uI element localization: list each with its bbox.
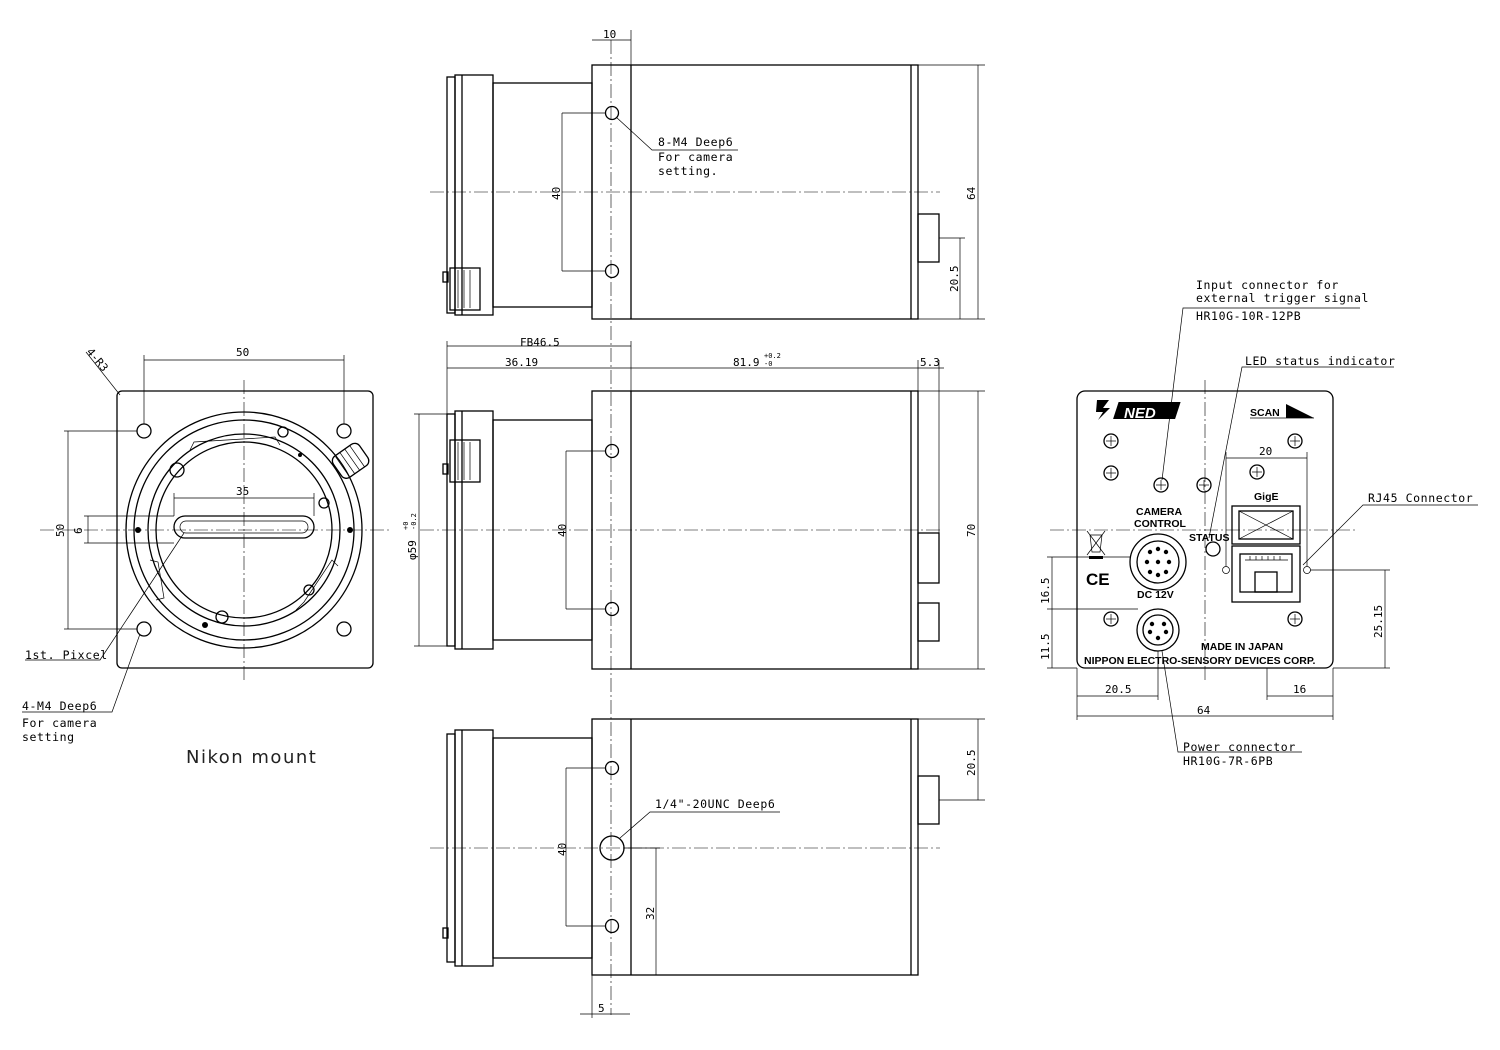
- panel-ce-mark: CE: [1086, 570, 1110, 589]
- note-rj45: RJ45 Connector: [1368, 491, 1473, 505]
- note-power-line1: Power connector: [1183, 740, 1296, 754]
- dim-front-6: 6: [72, 527, 85, 534]
- note-input-line2: external trigger signal: [1196, 291, 1369, 305]
- note-led: LED status indicator: [1245, 354, 1395, 368]
- dim-5-3: 5.3: [920, 356, 940, 369]
- panel-scan: SCAN: [1250, 407, 1280, 419]
- dim-top-10: 10: [603, 28, 616, 41]
- panel-control: CONTROL: [1134, 518, 1186, 530]
- note-first-pixel: 1st. Pixcel: [25, 648, 108, 662]
- note-front-m4-line2: For camera: [22, 716, 97, 730]
- dim-bot-40: 40: [556, 843, 569, 856]
- dim-front-35: 35: [236, 485, 249, 498]
- back-view: [1047, 307, 1478, 753]
- panel-gige: GigE: [1254, 491, 1279, 503]
- dim-81-9: 81.9: [733, 356, 760, 369]
- note-power-line2: HR10G-7R-6PB: [1183, 754, 1273, 768]
- bottom-view: [430, 718, 985, 1018]
- note-input-line3: HR10G-10R-12PB: [1196, 309, 1301, 323]
- dim-phi59-tol-lower: -0.2: [410, 513, 418, 530]
- panel-brand-text: NED: [1124, 405, 1156, 422]
- dim-back-20: 20: [1259, 445, 1272, 458]
- panel-camera: CAMERA: [1136, 506, 1182, 518]
- dim-back-20-5: 20.5: [1105, 683, 1132, 696]
- dim-81-9-tol-lower: -0: [764, 360, 772, 368]
- note-unc: 1/4"-20UNC Deep6: [655, 797, 775, 811]
- dim-top-40: 40: [550, 187, 563, 200]
- dim-36-19: 36.19: [505, 356, 538, 369]
- panel-screws: [1103, 433, 1303, 627]
- panel-status: STATUS: [1189, 532, 1229, 544]
- panel-made: MADE IN JAPAN: [1201, 641, 1283, 653]
- dim-mid-70: 70: [965, 524, 978, 537]
- note-m4-top-line2: For camera: [658, 150, 733, 164]
- dim-bot-20-5: 20.5: [965, 750, 978, 777]
- note-input-line1: Input connector for: [1196, 278, 1339, 292]
- note-m4-top-line3: setting.: [658, 164, 718, 178]
- note-m4-top-line1: 8-M4 Deep6: [658, 135, 733, 149]
- panel-maker: NIPPON ELECTRO-SENSORY DEVICES CORP.: [1084, 655, 1316, 667]
- dim-phi59-tol-upper: +0: [402, 522, 410, 530]
- dim-back-64: 64: [1197, 704, 1211, 717]
- dim-back-16: 16: [1293, 683, 1306, 696]
- note-front-m4-line3: setting: [22, 730, 75, 744]
- dim-mid-40: 40: [556, 524, 569, 537]
- dim-top-20-5: 20.5: [948, 266, 961, 293]
- dim-top-64: 64: [965, 186, 978, 200]
- note-front-m4-line1: 4-M4 Deep6: [22, 699, 97, 713]
- dim-front-50h: 50: [54, 524, 67, 537]
- dim-front-r3: 4-R3: [84, 346, 111, 375]
- dim-back-25-15: 25.15: [1372, 605, 1385, 638]
- dim-fb: FB46.5: [520, 336, 560, 349]
- dim-back-16-5: 16.5: [1039, 578, 1052, 605]
- panel-dc: DC 12V: [1137, 589, 1174, 601]
- dim-81-9-tol-upper: +0.2: [764, 352, 781, 360]
- dim-front-50w: 50: [236, 346, 249, 359]
- dim-bot-32: 32: [644, 907, 657, 920]
- top-view: [430, 30, 985, 1015]
- dim-bot-5: 5: [598, 1002, 605, 1015]
- dim-back-11-5: 11.5: [1039, 634, 1052, 661]
- dim-phi59: φ59: [406, 540, 419, 560]
- nikon-mount-title: Nikon mount: [186, 747, 317, 768]
- front-view: [22, 351, 390, 713]
- side-view: [414, 341, 985, 670]
